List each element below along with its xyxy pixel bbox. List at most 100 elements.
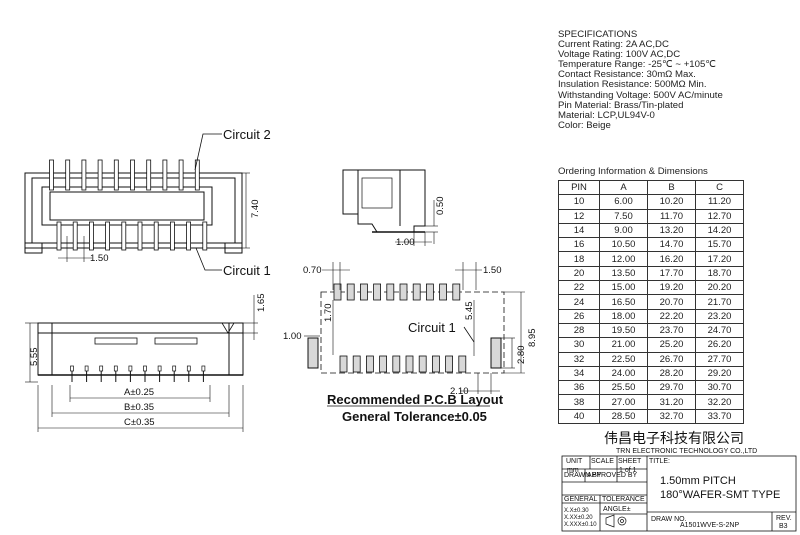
- table-cell: 12: [558, 208, 600, 224]
- ordering-title: Ordering Information & Dimensions: [558, 166, 708, 177]
- pin-top: [130, 159, 135, 191]
- table-cell: 24.00: [599, 365, 648, 382]
- table-cell: 32: [558, 351, 600, 367]
- dim-b: B±0.35: [124, 402, 154, 413]
- table-cell: 28.20: [647, 365, 696, 382]
- projection-symbol-icon: [605, 514, 627, 528]
- pcb-pad-bottom: [445, 355, 454, 373]
- table-cell: 17.20: [695, 251, 744, 267]
- spec-line: Withstanding Voltage: 500V AC/minute: [558, 89, 723, 101]
- pcb-pad-top: [399, 283, 408, 301]
- pin-top: [113, 159, 119, 191]
- table-cell: 14.70: [647, 237, 696, 253]
- pin-top: [178, 159, 184, 191]
- pcb-pad-top: [346, 283, 355, 301]
- table-cell: 24: [558, 294, 600, 310]
- table-cell: 15.70: [695, 237, 744, 253]
- company-name-en: TRN ELECTRONIC TECHNOLOGY CO.,LTD: [616, 448, 757, 455]
- pin-bottom: [72, 221, 78, 251]
- pin-top: [81, 159, 87, 191]
- pcb-layout-title: Recommended P.C.B Layout: [327, 392, 504, 407]
- pin-bottom: [56, 221, 62, 251]
- table-cell: 12.70: [695, 208, 744, 224]
- table-cell: 11.20: [695, 194, 744, 210]
- dim-210: 2.10: [450, 386, 469, 397]
- spec-line: Temperature Range: -25℃ ~ +105℃: [558, 59, 717, 71]
- spec-line: Material: LCP,UL94V-0: [558, 109, 655, 121]
- pin-bottom: [137, 221, 143, 251]
- rev-label: REV.: [776, 515, 792, 522]
- pcb-pad-bottom: [352, 355, 361, 373]
- table-cell: 19.20: [647, 280, 696, 296]
- table-cell: 14: [558, 222, 600, 239]
- pcb-pad-bottom: [458, 355, 467, 373]
- table-cell: 19.50: [599, 322, 648, 339]
- table-cell: 16: [558, 237, 600, 253]
- table-cell: 27.00: [599, 394, 648, 410]
- circuit2-label: Circuit 2: [223, 127, 271, 142]
- table-cell: 7.50: [599, 208, 648, 224]
- table-cell: 21.00: [599, 337, 648, 353]
- top-view: [24, 133, 250, 271]
- side-view: [342, 169, 438, 246]
- pcb-pad-bottom: [418, 355, 427, 373]
- table-cell: 22: [558, 280, 600, 296]
- table-cell: 36: [558, 380, 600, 396]
- table-cell: 14.20: [695, 222, 744, 239]
- table-cell: 30.70: [695, 380, 744, 396]
- table-cell: 34: [558, 365, 600, 382]
- pcb-pad-top: [425, 283, 434, 301]
- tolerance-label: TOLERANCE: [602, 496, 645, 503]
- table-cell: 16.50: [599, 294, 648, 310]
- ordering-header-row: PIN A B C: [558, 179, 744, 196]
- title-line2: 180°WAFER-SMT TYPE: [660, 489, 780, 501]
- dim-280: 2.80: [516, 346, 527, 365]
- pin-top: [146, 159, 152, 191]
- table-cell: 25.20: [647, 337, 696, 353]
- front-pin-head: [84, 365, 89, 372]
- pcb-pad-top: [359, 283, 368, 301]
- header-c: C: [695, 179, 744, 196]
- company-name-cn: 伟昌电子科技有限公司: [604, 431, 744, 447]
- front-view: [25, 295, 258, 432]
- table-cell: 22.50: [599, 351, 648, 367]
- table-cell: 30: [558, 337, 600, 353]
- table-cell: 26: [558, 308, 600, 324]
- circuit1-label-top: Circuit 1: [223, 263, 271, 278]
- table-cell: 12.00: [599, 251, 648, 267]
- table-cell: 32.70: [647, 408, 696, 425]
- dim-170: 1.70: [323, 304, 334, 323]
- table-cell: 31.20: [647, 394, 696, 410]
- table-cell: 17.70: [647, 265, 696, 282]
- table-cell: 11.70: [647, 208, 696, 224]
- spec-line: Insulation Resistance: 500MΩ Min.: [558, 79, 707, 91]
- table-cell: 6.00: [599, 194, 648, 210]
- front-pin-head: [157, 365, 162, 372]
- draw-no: A1501WVE-S-2NP: [680, 522, 739, 529]
- tol-2: X.XX±0.20: [564, 515, 593, 521]
- pcb-pad-bottom: [339, 355, 348, 373]
- pin-bottom: [121, 221, 127, 251]
- table-cell: 13.50: [599, 265, 648, 282]
- table-cell: 33.70: [695, 408, 744, 425]
- pin-top: [97, 159, 103, 191]
- table-cell: 28: [558, 322, 600, 339]
- title-line1: 1.50mm PITCH: [660, 475, 736, 487]
- angle-label: ANGLE±: [603, 506, 631, 513]
- sheet-label: SHEET: [618, 458, 642, 465]
- drawn-by-label: DRAWN BY: [564, 472, 602, 479]
- dim-150-pcb: 1.50: [483, 265, 502, 276]
